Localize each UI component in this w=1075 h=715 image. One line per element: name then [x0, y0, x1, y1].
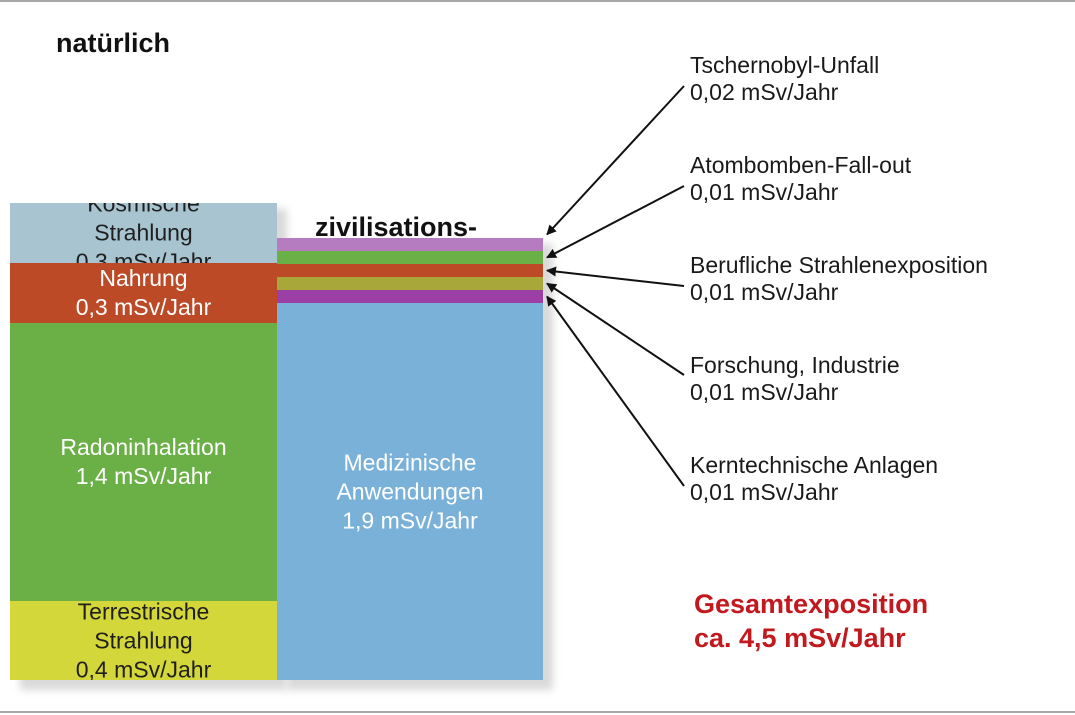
- total-line-2: ca. 4,5 mSv/Jahr: [694, 623, 906, 653]
- heading-natural: natürlich: [56, 28, 171, 58]
- annotation-name: Tschernobyl-Unfall: [690, 52, 880, 78]
- annotation-value: 0,01 mSv/Jahr: [690, 179, 839, 205]
- total-exposition: Gesamtexposition ca. 4,5 mSv/Jahr: [694, 587, 928, 655]
- annotation-value: 0,01 mSv/Jahr: [690, 379, 839, 405]
- arrow-kerntechnische-anlagen: [546, 295, 685, 487]
- segment-atombomben-fall-out: [277, 251, 543, 264]
- annotation-value: 0,01 mSv/Jahr: [690, 279, 839, 305]
- arrow-forschung-industrie: [546, 282, 685, 376]
- total-line-1: Gesamtexposition: [694, 589, 929, 619]
- segment-berufliche-strahlenexposition: [277, 264, 543, 277]
- segment-label-line: Radoninhalation: [60, 434, 227, 460]
- segment-label: Radoninhalation 1,4 mSv/Jahr: [10, 433, 277, 491]
- segment-nahrung: Nahrung 0,3 mSv/Jahr: [10, 263, 277, 323]
- segment-label-line: Medizinische: [343, 449, 477, 475]
- bottom-rule: [0, 711, 1075, 713]
- segment-label-line: Anwendungen: [336, 478, 484, 504]
- top-rule: [0, 0, 1075, 2]
- annotation-name: Forschung, Industrie: [690, 352, 900, 378]
- annotation-value: 0,02 mSv/Jahr: [690, 79, 839, 105]
- segment-radoninhalation: Radoninhalation 1,4 mSv/Jahr: [10, 323, 277, 601]
- segment-label: Nahrung 0,3 mSv/Jahr: [10, 264, 277, 322]
- arrow-tschernobyl-unfall: [546, 85, 685, 236]
- segment-kerntechnische-anlagen: [277, 290, 543, 303]
- segment-label-line: 0,3 mSv/Jahr: [75, 248, 212, 264]
- annotation-name: Berufliche Strahlenexposition: [690, 252, 988, 278]
- segment-label-line: 1,9 mSv/Jahr: [342, 507, 478, 533]
- annotation-value: 0,01 mSv/Jahr: [690, 479, 839, 505]
- segment-forschung-industrie: [277, 277, 543, 290]
- segment-label-line: Terrestrische: [77, 601, 210, 624]
- segment-label-line: 0,4 mSv/Jahr: [75, 656, 212, 680]
- segment-tschernobyl-unfall: [277, 238, 543, 251]
- segment-label-line: Strahlung: [94, 219, 193, 246]
- segment-label-line: Kosmische: [87, 203, 200, 217]
- annotation-name: Kerntechnische Anlagen: [690, 452, 939, 478]
- segment-label-line: 1,4 mSv/Jahr: [75, 463, 212, 489]
- segment-label-line: Nahrung: [99, 265, 188, 291]
- segment-label-line: Strahlung: [94, 627, 193, 653]
- arrow-atombomben-fall-out: [546, 185, 685, 259]
- arrow-berufliche-strahlenexposition: [546, 266, 685, 287]
- annotation-name: Atombomben-Fall-out: [690, 152, 912, 178]
- segment-label-line: 0,3 mSv/Jahr: [75, 294, 212, 320]
